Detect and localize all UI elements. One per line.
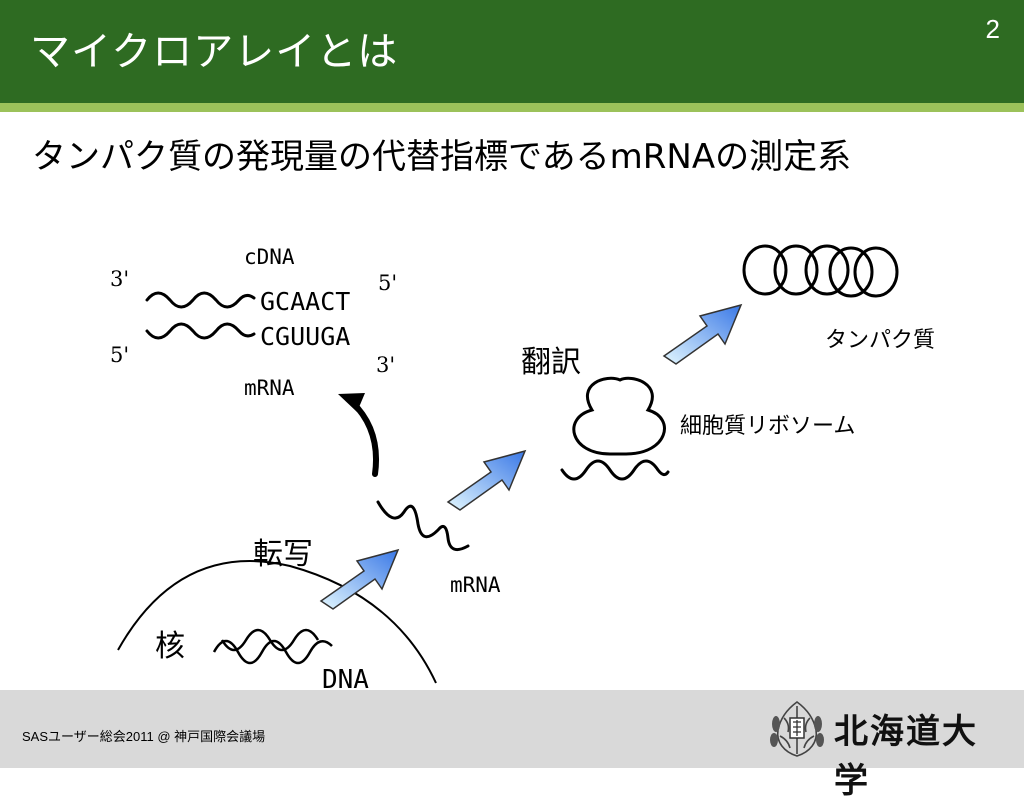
mrna-measurement-diagram: cDNA 3' 5' GCAACT CGUUGA 5' 3' mRNA 核 DN… [110, 244, 935, 690]
protein-chain [742, 244, 899, 298]
cdna-strand [145, 291, 256, 309]
transcription-label: 転写 [253, 537, 313, 572]
page-number: 2 [985, 14, 1000, 44]
university-logo: 北海道大学 [766, 694, 1006, 801]
slide-footer: SASユーザー総会2011 @ 神戸国際会議場 北海道大学 [0, 690, 1024, 801]
ribosome-mrna-strand [560, 459, 670, 481]
nucleus-membrane [117, 560, 437, 684]
footer-event-text: SASユーザー総会2011 @ 神戸国際会議場 [22, 729, 266, 744]
slide-title: マイクロアレイとは [30, 29, 399, 75]
slide-header: マイクロアレイとは 2 [0, 0, 1024, 103]
reverse-transcription-arrow [349, 399, 379, 477]
dna-double-helix [212, 628, 333, 665]
sequence-top: GCAACT [260, 287, 350, 316]
mrna-5prime-label: 5' [110, 343, 129, 367]
slide-subtitle: タンパク質の発現量の代替指標であるmRNAの測定系 [32, 137, 852, 177]
header-accent-stripe [0, 103, 1024, 112]
cdna-label: cDNA [244, 245, 295, 269]
reverse-transcription-arrowhead [338, 393, 365, 412]
dna-label: DNA [322, 665, 369, 690]
mrna-label-mid: mRNA [450, 573, 501, 597]
mrna-strand [376, 500, 470, 552]
export-arrow [446, 449, 527, 511]
transcription-arrow [319, 548, 400, 610]
university-name: 北海道大学 [834, 712, 978, 801]
mrna-label-top: mRNA [244, 376, 295, 400]
nucleus-label: 核 [155, 629, 185, 664]
mrna-strand-hybrid [145, 322, 256, 340]
university-emblem-icon [770, 701, 824, 757]
cdna-3prime-label: 3' [110, 267, 129, 291]
ribosome-label: 細胞質リボソーム [680, 414, 855, 439]
sequence-bottom: CGUUGA [260, 322, 350, 351]
protein-label: タンパク質 [825, 328, 935, 353]
translation-label: 翻訳 [521, 345, 581, 380]
mrna-3prime-label: 3' [376, 353, 395, 377]
translation-arrow [662, 303, 743, 365]
ribosome-shape [572, 376, 666, 456]
cdna-5prime-label: 5' [378, 271, 397, 295]
